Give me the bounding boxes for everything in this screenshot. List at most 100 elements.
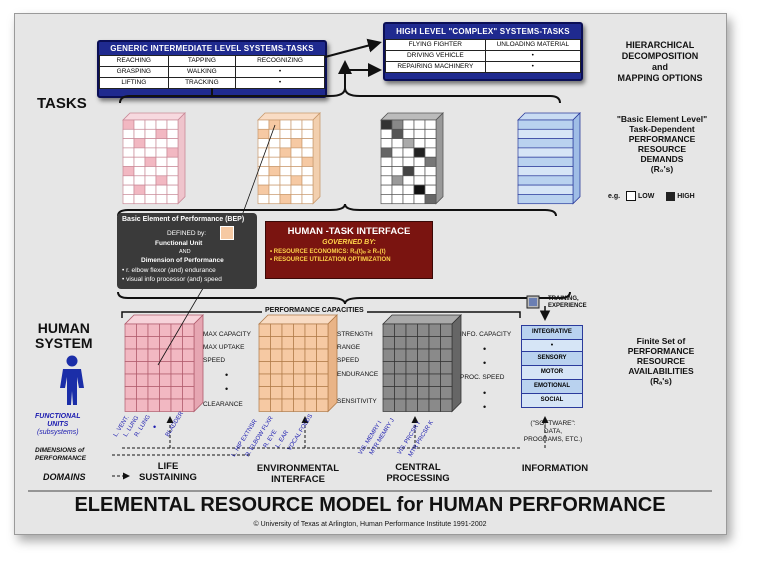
grid-cell <box>391 175 404 186</box>
cube-cell <box>258 348 271 362</box>
grid-cell <box>391 166 404 177</box>
cube-cell <box>304 336 317 350</box>
grid-cell <box>424 166 437 177</box>
grid-cell <box>155 119 168 130</box>
cube-cell <box>258 361 271 375</box>
grid-cell <box>122 128 135 139</box>
cube-cell <box>182 348 195 362</box>
cube-cell <box>182 398 195 412</box>
cube-cell <box>394 361 407 375</box>
cube-cell <box>440 323 453 337</box>
cube-cell <box>258 336 271 350</box>
software-caption: ("SOFTWARE": DATA, PROGRAMS, ETC.) <box>523 420 583 443</box>
grid-cell <box>413 166 426 177</box>
cube-cell <box>147 348 160 362</box>
table-cell: TRACKING <box>167 77 237 89</box>
information-resources: INTEGRATIVE • SENSORY MOTOR EMOTIONAL SO… <box>521 325 583 408</box>
cube-cell <box>304 323 317 337</box>
cube-cell <box>417 373 430 387</box>
cube-cell <box>136 373 149 387</box>
grid-cell <box>380 128 393 139</box>
grid-side <box>312 112 321 205</box>
cube-cell <box>281 386 294 400</box>
env-cap-3: ENDURANCE <box>337 371 379 378</box>
cube-top <box>258 314 338 325</box>
cube-cell <box>170 386 183 400</box>
grid-cell <box>301 166 314 177</box>
grid-cell <box>380 194 393 205</box>
cube-cell <box>428 336 441 350</box>
cube-cell <box>428 323 441 337</box>
grid-cell <box>301 119 314 130</box>
cube-cell <box>405 336 418 350</box>
grid-cell <box>391 147 404 158</box>
grid-cell <box>290 184 303 195</box>
finite-set-caption: Finite Set of PERFORMANCE RESOURCE AVAIL… <box>627 336 695 386</box>
grid-cell <box>517 175 574 186</box>
grid-side <box>177 112 186 205</box>
grid-top <box>122 112 186 121</box>
grid-cell <box>133 119 146 130</box>
grid-cell <box>166 175 179 186</box>
cube-cell <box>440 361 453 375</box>
cube-cell <box>159 336 172 350</box>
cube-cell <box>293 323 306 337</box>
cube-cell <box>270 386 283 400</box>
tasks-label: TASKS <box>37 95 87 112</box>
cube-side <box>327 314 338 413</box>
grid-cell <box>391 119 404 130</box>
cube-cell <box>394 386 407 400</box>
grid-cell <box>268 138 281 149</box>
life-cap-3: CLEARANCE <box>203 401 243 408</box>
cube-cell <box>281 336 294 350</box>
cube-cell <box>304 361 317 375</box>
grid-cell <box>517 156 574 167</box>
cube-cell <box>136 361 149 375</box>
grid-cell <box>290 119 303 130</box>
cube-cell <box>440 398 453 412</box>
cube-cell <box>293 386 306 400</box>
grid-cell <box>424 194 437 205</box>
grid-cell <box>413 147 426 158</box>
grid-cell <box>166 147 179 158</box>
cube-cell <box>382 361 395 375</box>
grid-cell <box>413 138 426 149</box>
cube-cell <box>428 361 441 375</box>
capacity-cubes <box>124 314 462 413</box>
grid-cell <box>257 119 270 130</box>
cube-cell <box>147 386 160 400</box>
cube-cell <box>417 348 430 362</box>
grid-cell <box>380 147 393 158</box>
grid-cell <box>268 194 281 205</box>
grid-cell <box>424 175 437 186</box>
grid-cell <box>402 138 415 149</box>
cube-cell <box>382 373 395 387</box>
grid-cell <box>166 166 179 177</box>
legend: e.g. LOW HIGH <box>608 191 695 201</box>
domain-information: INFORMATION <box>521 463 589 474</box>
grid-cell <box>424 147 437 158</box>
grid-cell <box>166 156 179 167</box>
cube-cell <box>382 336 395 350</box>
legend-low-swatch <box>626 191 637 201</box>
grid-cell <box>402 128 415 139</box>
grid-cell <box>391 194 404 205</box>
cube-cell <box>405 386 418 400</box>
grid-cell <box>290 175 303 186</box>
grid-cell <box>257 128 270 139</box>
legend-high-swatch <box>666 191 676 201</box>
cube-cell <box>281 398 294 412</box>
grid-cell <box>279 166 292 177</box>
grid-cell <box>413 128 426 139</box>
cube-cell <box>405 398 418 412</box>
grid-cell <box>155 184 168 195</box>
grid-cell <box>144 194 157 205</box>
info-item-emotional: EMOTIONAL <box>521 380 583 394</box>
grid-cell <box>155 147 168 158</box>
grid-cell <box>391 138 404 149</box>
cube-cell <box>159 373 172 387</box>
grid-cell <box>268 184 281 195</box>
env-cap-2: SPEED <box>337 357 360 364</box>
cube-cell <box>170 373 183 387</box>
